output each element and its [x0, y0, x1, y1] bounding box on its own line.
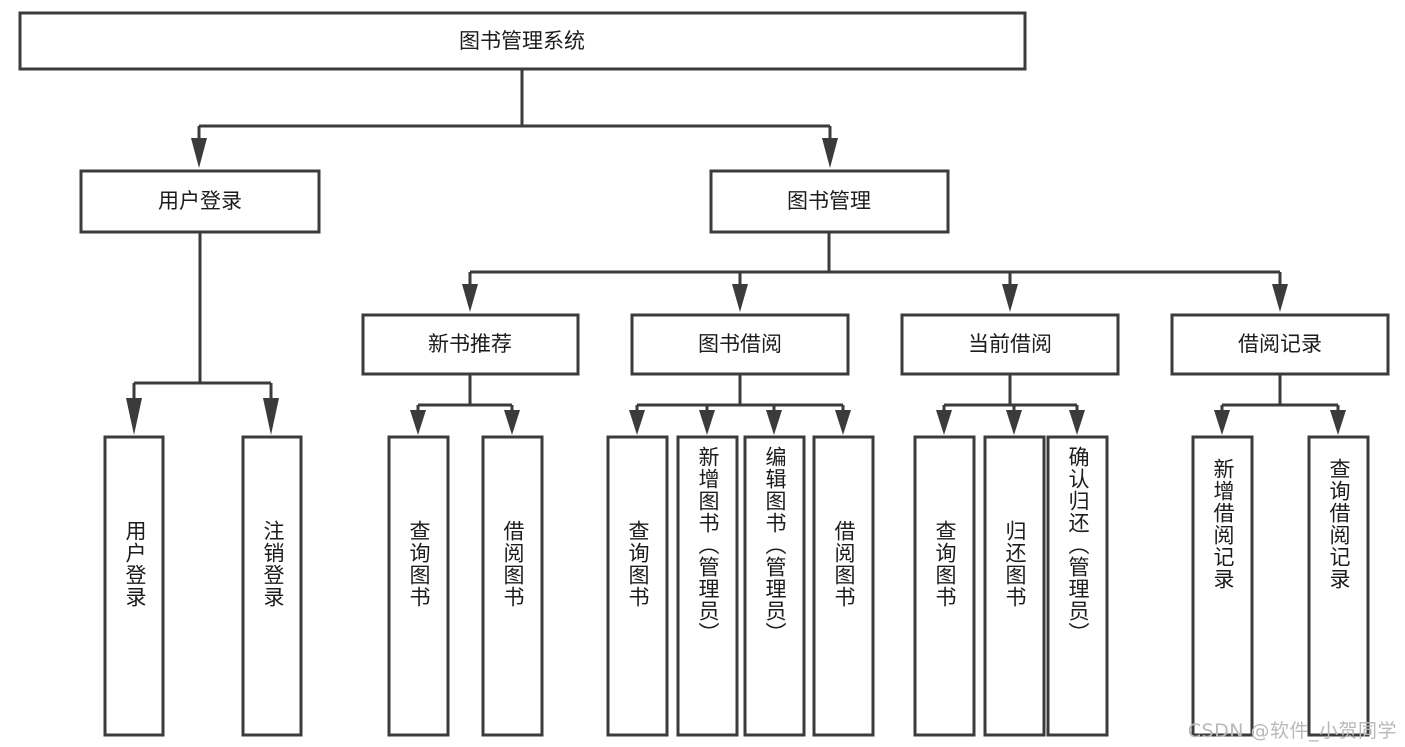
arrowhead-ul-leaf-0 [126, 398, 142, 435]
node-borrow-record-label: 借阅记录 [1238, 332, 1322, 356]
arrowhead-bb-leaf-3 [835, 410, 851, 435]
connector-user-login-to-leaves [126, 232, 279, 435]
arrowhead-ul-leaf-1 [263, 398, 279, 435]
node-current-borrow[interactable]: 当前借阅 [900, 313, 1120, 376]
watermark-text: CSDN @软件_小贺同学 [1187, 720, 1397, 742]
leaf-box-current-borrow-1[interactable] [983, 435, 1046, 737]
connector-current-borrow-to-leaves [936, 374, 1085, 435]
arrowhead-br-leaf-0 [1214, 410, 1230, 435]
node-user-login-label: 用户登录 [158, 189, 242, 213]
leaf-box-book-borrow-2[interactable] [743, 435, 806, 737]
node-current-borrow-label: 当前借阅 [968, 332, 1052, 356]
arrowhead-nbr-leaf-1 [504, 410, 520, 435]
node-book-borrow-label: 图书借阅 [698, 332, 782, 356]
arrowhead-new-book-rec [462, 284, 478, 312]
leaf-box-book-borrow-3[interactable] [812, 435, 875, 737]
node-root[interactable]: 图书管理系统 [18, 11, 1027, 71]
node-book-manage[interactable]: 图书管理 [709, 169, 950, 234]
node-borrow-record-box [1170, 313, 1390, 376]
leaf-box-user-login-1[interactable] [241, 435, 303, 737]
leaf-box-current-borrow-2[interactable] [1046, 435, 1109, 737]
node-new-book-rec-box [361, 313, 580, 376]
arrowhead-book-borrow [732, 284, 748, 312]
connector-borrow-record-to-leaves [1214, 374, 1346, 435]
node-book-borrow-box [630, 313, 850, 376]
node-new-book-rec[interactable]: 新书推荐 [361, 313, 580, 376]
connector-book-manage-to-level2 [462, 232, 1288, 312]
leaf-box-borrow-record-1[interactable] [1307, 435, 1370, 737]
connector-root-to-level1 [191, 69, 838, 168]
leaf-box-book-borrow-1[interactable] [676, 435, 739, 737]
node-borrow-record[interactable]: 借阅记录 [1170, 313, 1390, 376]
arrowhead-current-borrow [1002, 284, 1018, 312]
leaf-box-book-borrow-0[interactable] [606, 435, 669, 737]
node-book-borrow[interactable]: 图书借阅 [630, 313, 850, 376]
arrowhead-borrow-record [1272, 284, 1288, 312]
node-root-box [18, 11, 1027, 71]
arrowhead-br-leaf-1 [1330, 410, 1346, 435]
node-book-manage-box [709, 169, 950, 234]
arrowhead-bb-leaf-0 [629, 410, 645, 435]
leaf-box-current-borrow-0[interactable] [913, 435, 976, 737]
node-current-borrow-box [900, 313, 1120, 376]
node-new-book-rec-label: 新书推荐 [428, 332, 512, 356]
leaf-box-new-book-rec-1[interactable] [481, 435, 544, 737]
node-book-manage-label: 图书管理 [787, 189, 871, 213]
connector-new-book-rec-to-leaves [410, 374, 520, 435]
arrowhead-bb-leaf-1 [699, 410, 715, 435]
connector-book-borrow-to-leaves [629, 374, 851, 435]
arrowhead-cb-leaf-1 [1006, 410, 1022, 435]
leaf-box-user-login-0[interactable] [103, 435, 165, 737]
arrowhead-user-login [191, 138, 207, 168]
arrowhead-cb-leaf-0 [936, 410, 952, 435]
node-root-label: 图书管理系统 [459, 29, 585, 53]
arrowhead-book-manage [822, 138, 838, 168]
arrowhead-cb-leaf-2 [1069, 410, 1085, 435]
leaf-box-new-book-rec-0[interactable] [387, 435, 450, 737]
node-user-login[interactable]: 用户登录 [79, 169, 321, 234]
arrowhead-nbr-leaf-0 [410, 410, 426, 435]
arrowhead-bb-leaf-2 [766, 410, 782, 435]
leaf-box-borrow-record-0[interactable] [1191, 435, 1254, 737]
